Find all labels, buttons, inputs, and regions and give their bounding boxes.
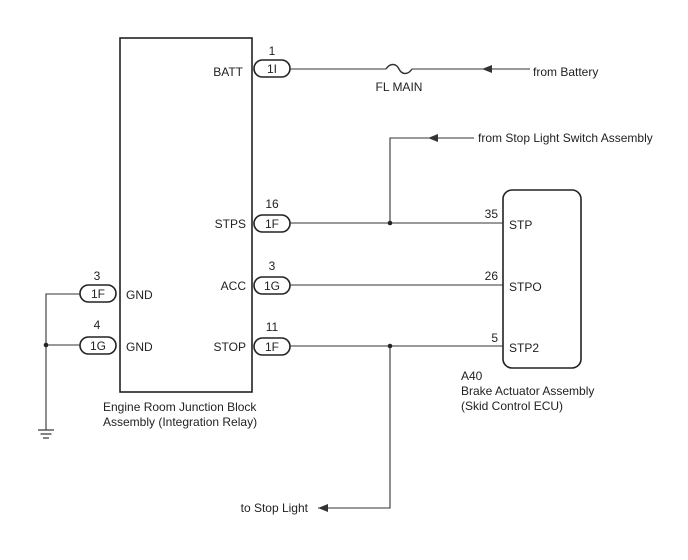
acc-pin-name: ACC (221, 279, 247, 293)
junction-block-label-line2: Assembly (Integration Relay) (103, 415, 257, 429)
batt-connector-id: 1I (267, 62, 277, 76)
ground-junction-dot (43, 342, 49, 348)
fuse-icon (385, 63, 413, 75)
arrow-left-icon (428, 134, 438, 142)
acc-pin-number: 3 (269, 259, 276, 273)
gnd1-pin-number: 3 (94, 269, 101, 283)
arrow-left-icon (482, 65, 492, 73)
fuse-label: FL MAIN (376, 80, 423, 94)
from-battery-label: from Battery (533, 65, 598, 79)
to-stop-light-label: to Stop Light (241, 501, 309, 515)
stp2-pin-number: 5 (491, 331, 498, 345)
stpo-pin-name: STPO (509, 280, 542, 294)
acc-connector-id: 1G (264, 279, 280, 293)
junction-block-label-line1: Engine Room Junction Block (103, 400, 257, 414)
batt-pin-number: 1 (269, 44, 276, 58)
gnd2-pin-name: GND (126, 340, 153, 354)
stop-connector-id: 1F (265, 340, 279, 354)
stp2-pin-name: STP2 (509, 341, 539, 355)
stop-pin-number: 11 (266, 320, 279, 334)
ecu-label-line2: (Skid Control ECU) (461, 399, 563, 413)
stpo-pin-number: 26 (485, 269, 499, 283)
gnd2-connector-id: 1G (90, 339, 106, 353)
batt-pin-name: BATT (213, 65, 243, 79)
arrow-left-icon (318, 504, 328, 512)
junction-block-box (119, 37, 253, 393)
stps-pin-name: STPS (215, 217, 246, 231)
ecu-id: A40 (461, 369, 483, 383)
stop-light-switch-wire (389, 137, 474, 223)
stps-connector-id: 1F (265, 217, 279, 231)
from-stop-light-switch-label: from Stop Light Switch Assembly (478, 131, 653, 145)
stop-light-wire (318, 346, 391, 509)
ground-icon (38, 429, 54, 439)
gnd2-pin-number: 4 (94, 318, 101, 332)
stp-pin-name: STP (509, 218, 532, 232)
ground-wire (45, 293, 80, 430)
stop-pin-name: STOP (214, 340, 246, 354)
ecu-label-line1: Brake Actuator Assembly (461, 384, 594, 398)
stps-pin-number: 16 (265, 197, 279, 211)
gnd1-connector-id: 1F (91, 287, 105, 301)
ecu-box (502, 189, 582, 369)
gnd1-pin-name: GND (126, 288, 153, 302)
stp-pin-number: 35 (485, 207, 499, 221)
